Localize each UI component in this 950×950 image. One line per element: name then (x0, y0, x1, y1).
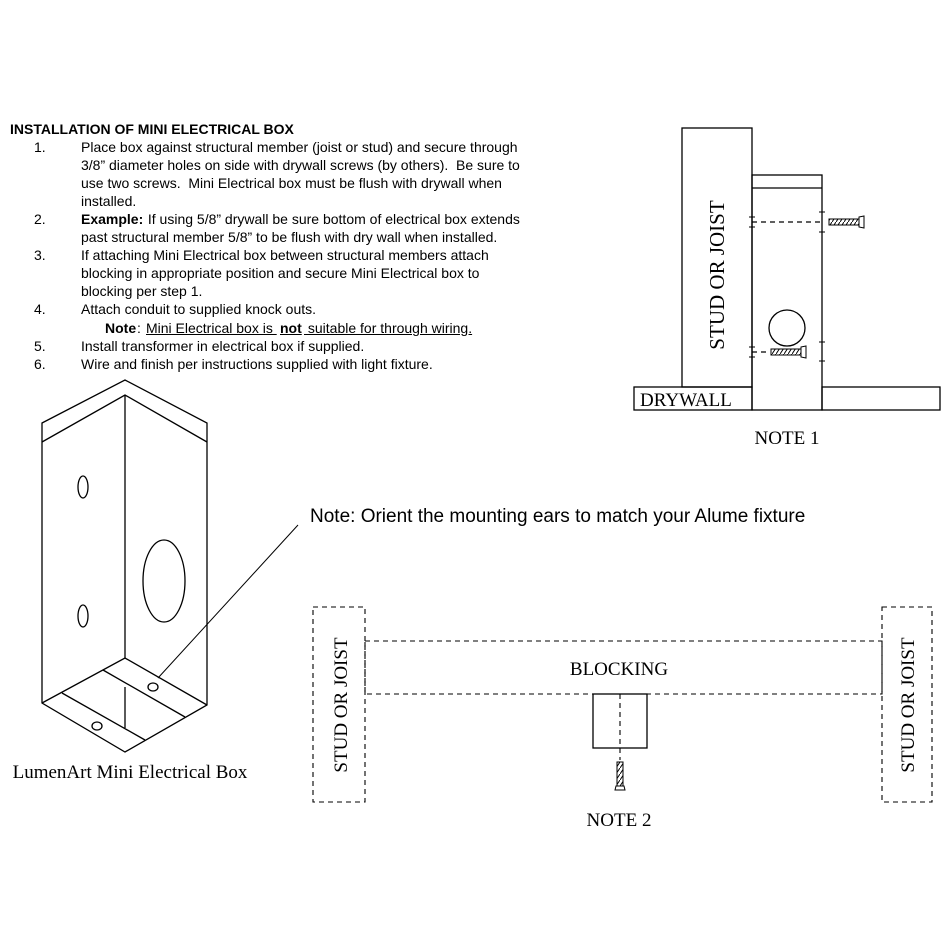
stud-left (312, 606, 366, 803)
note1-diagram: STUD OR JOIST DRYWALL NOTE 1 (633, 127, 941, 449)
example-label: Example: (81, 211, 144, 227)
step-number: 1. (34, 139, 46, 155)
step-text: If using 5/8” drywall be sure bottom of … (144, 211, 520, 227)
electrical-box-side (751, 174, 823, 411)
screw-icon (770, 345, 807, 359)
step-text: Attach conduit to supplied knock outs. (81, 301, 317, 317)
step-text: Install transformer in electrical box if… (81, 338, 365, 354)
orientation-callout: Note: Orient the mounting ears to match … (310, 506, 805, 527)
note-text: Mini Electrical box is (146, 320, 277, 336)
hole-marks (749, 211, 825, 362)
note-text-bold: not (280, 320, 302, 336)
note-colon: : (137, 320, 145, 336)
step-number: 2. (34, 211, 46, 227)
step-text: If attaching Mini Electrical box between… (81, 247, 489, 263)
step-text: past structural member 5/8” to be flush … (81, 229, 498, 245)
note-text-end: suitable for through wiring. (304, 320, 473, 336)
ear-hole (91, 721, 103, 731)
step-text: installed. (81, 193, 137, 209)
screw-icon (614, 761, 626, 791)
stud-label: STUD OR JOIST (705, 200, 729, 350)
mounting-hole (77, 604, 89, 628)
screw-icon (828, 215, 865, 229)
callout-leader (157, 524, 299, 679)
step-number: 4. (34, 301, 46, 317)
box-caption: LumenArt Mini Electrical Box (13, 762, 248, 783)
drywall-left (633, 386, 753, 411)
stud-right-label: STUD OR JOIST (898, 637, 919, 773)
step-number: 3. (34, 247, 46, 263)
mini-electrical-box-drawing: LumenArt Mini Electrical Box (13, 379, 299, 783)
step-text: Place box against structural member (joi… (81, 139, 518, 155)
knockout-hole (142, 539, 186, 623)
stud-left-label: STUD OR JOIST (331, 637, 352, 773)
instructions-heading: INSTALLATION OF MINI ELECTRICAL BOX (10, 121, 294, 137)
step-number: 5. (34, 338, 46, 354)
note1-caption: NOTE 1 (755, 428, 820, 449)
step-text: use two screws. Mini Electrical box must… (81, 175, 502, 191)
mounting-hole (77, 475, 89, 499)
step-text: Wire and finish per instructions supplie… (81, 356, 433, 372)
note2-caption: NOTE 2 (587, 810, 652, 831)
drywall-label: DRYWALL (640, 390, 732, 411)
ear-hole (147, 682, 159, 692)
stud-right (881, 606, 933, 803)
step-text: 3/8” diameter holes on side with drywall… (81, 157, 520, 173)
step-text: blocking per step 1. (81, 283, 203, 299)
drywall-right (821, 386, 941, 411)
electrical-box-bottom (592, 693, 648, 749)
step-text: blocking in appropriate position and sec… (81, 265, 480, 281)
knockout-hole (768, 309, 806, 347)
step-number: 6. (34, 356, 46, 372)
blocking-label: BLOCKING (570, 659, 668, 680)
note-label: Note (105, 320, 137, 336)
